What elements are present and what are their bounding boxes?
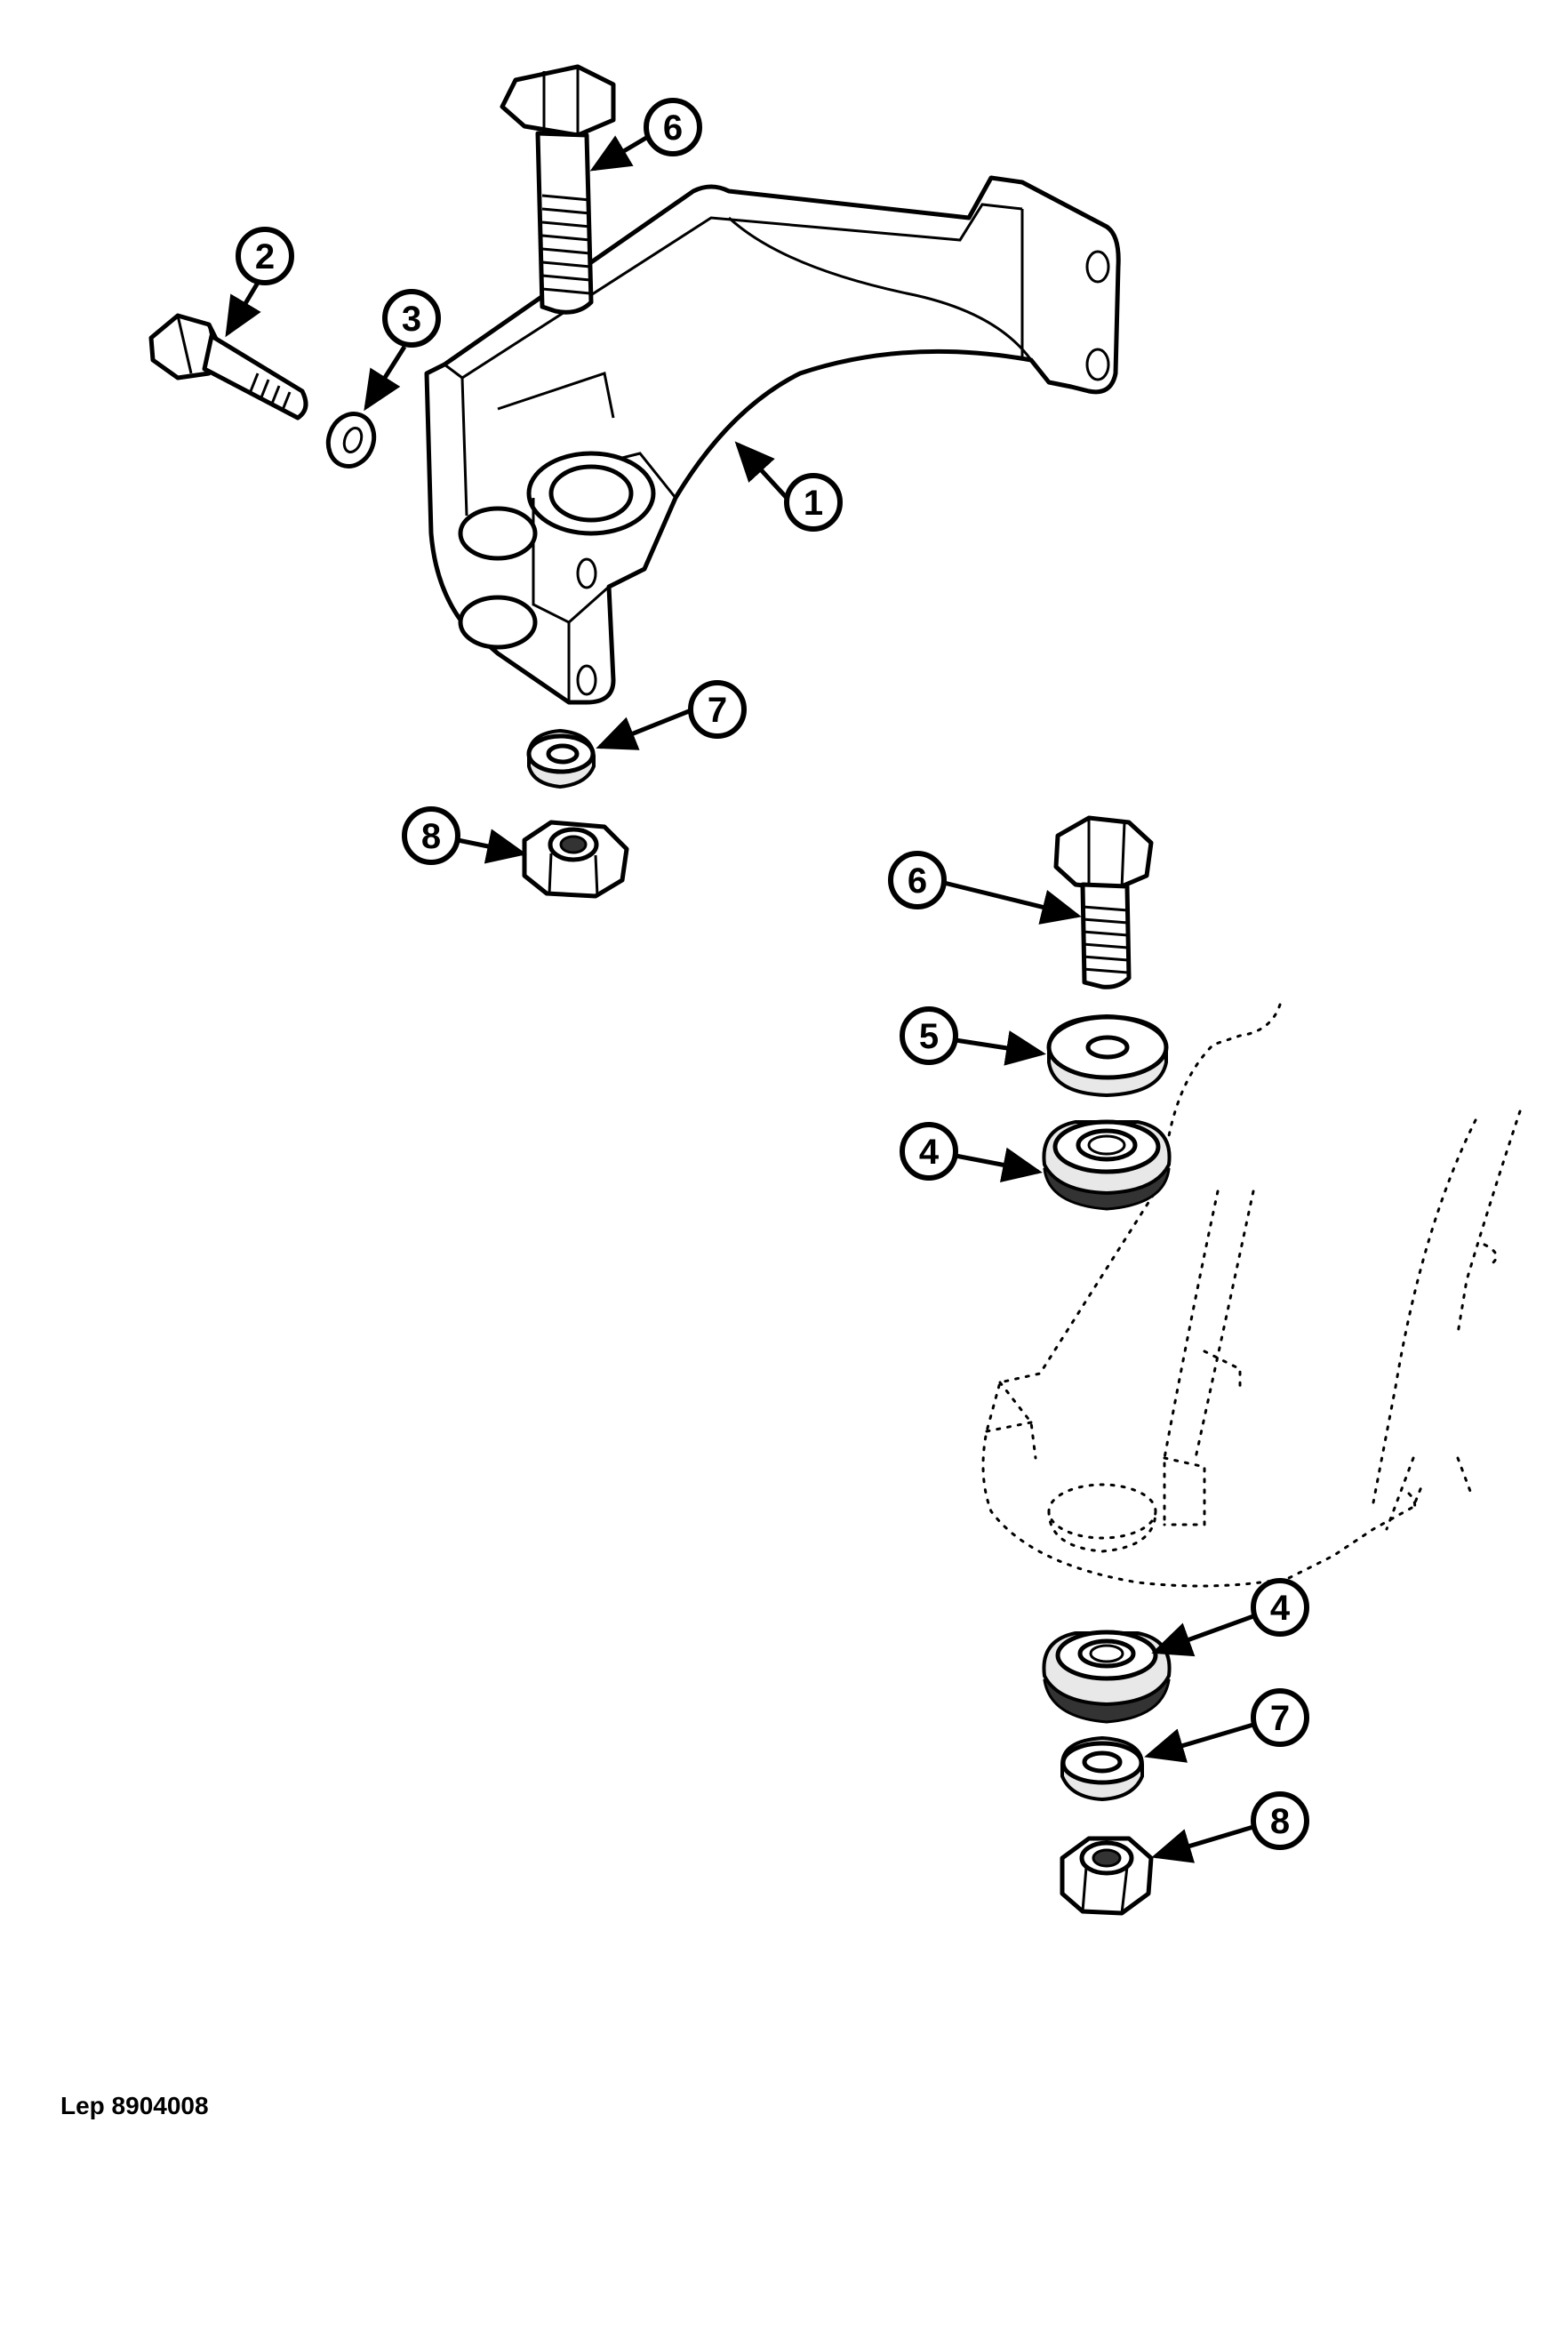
callout-4-upper: 4 bbox=[900, 1122, 1043, 1183]
callout-6-lower: 6 bbox=[888, 851, 1082, 925]
washer-3 bbox=[325, 412, 377, 469]
callout-4-lower: 4 bbox=[1151, 1578, 1309, 1657]
callout-label-4-upper: 4 bbox=[919, 1133, 940, 1172]
bolt-6-top bbox=[500, 64, 616, 315]
callout-label-7-top: 7 bbox=[708, 691, 727, 730]
callout-label-3: 3 bbox=[402, 300, 421, 339]
frame-outline bbox=[981, 1003, 1522, 1588]
callout-label-7-lower: 7 bbox=[1270, 1699, 1290, 1738]
washer-7-top bbox=[526, 728, 596, 789]
washer-7-lower bbox=[1060, 1735, 1144, 1802]
bracket-part-1 bbox=[424, 175, 1121, 705]
reference-number: Lep 8904008 bbox=[60, 2092, 209, 2119]
callout-3: 3 bbox=[364, 289, 441, 412]
bushing-4-upper bbox=[1042, 1119, 1172, 1211]
callout-label-8-lower: 8 bbox=[1270, 1802, 1290, 1841]
callout-2: 2 bbox=[225, 227, 294, 338]
callout-5: 5 bbox=[900, 1006, 1046, 1066]
callout-label-4-lower: 4 bbox=[1270, 1589, 1291, 1628]
washer-5 bbox=[1046, 1013, 1169, 1098]
callout-label-6-top: 6 bbox=[663, 108, 683, 148]
bushing-4-lower bbox=[1042, 1630, 1172, 1724]
callout-1: 1 bbox=[734, 441, 843, 532]
callout-8-lower: 8 bbox=[1151, 1791, 1309, 1863]
callout-label-5: 5 bbox=[919, 1017, 939, 1056]
callout-8-top: 8 bbox=[402, 806, 527, 865]
callout-6-top: 6 bbox=[589, 98, 702, 172]
callout-label-8-top: 8 bbox=[421, 817, 441, 856]
bolt-6-lower bbox=[1053, 815, 1154, 989]
callout-label-1: 1 bbox=[804, 484, 823, 523]
nut-8-lower bbox=[1060, 1836, 1154, 1916]
callout-label-6-lower: 6 bbox=[908, 861, 927, 901]
bolt-2 bbox=[148, 313, 308, 421]
callout-7-top: 7 bbox=[596, 680, 747, 750]
callout-7-lower: 7 bbox=[1144, 1688, 1309, 1763]
callout-label-2: 2 bbox=[255, 237, 275, 276]
nut-8-top bbox=[522, 820, 629, 899]
